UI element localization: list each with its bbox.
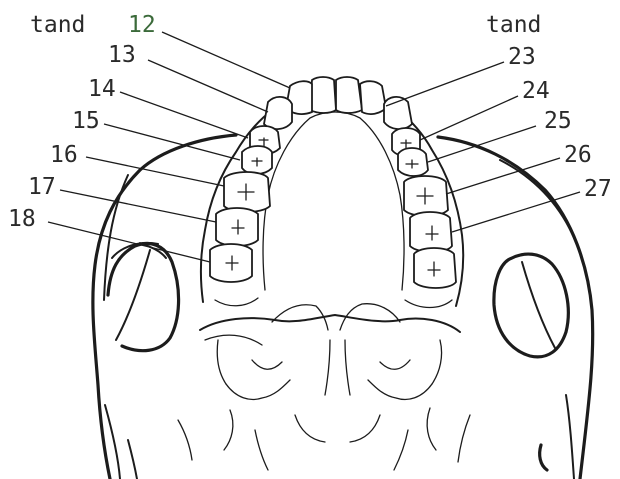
label-tooth-24: 24 (522, 78, 550, 104)
cranial-base (178, 304, 470, 470)
label-tooth-23: 23 (508, 44, 536, 70)
tooth-27 (410, 212, 452, 252)
label-tand-left: tand (30, 12, 85, 38)
label-tooth-26: 26 (564, 142, 592, 168)
label-tand-right: tand (486, 12, 541, 38)
label-tooth-27: 27 (584, 176, 612, 202)
left-zygomatic-arch (108, 243, 179, 351)
label-tooth-14: 14 (88, 76, 116, 102)
label-tooth-18: 18 (8, 206, 36, 232)
skull-outline (93, 135, 593, 479)
tooth-11 (310, 77, 336, 113)
tooth-13 (264, 97, 292, 129)
tooth-17 (216, 208, 258, 246)
dental-arch (201, 77, 463, 308)
label-tooth-15: 15 (72, 108, 100, 134)
label-tooth-17: 17 (28, 174, 56, 200)
tooth-21 (336, 77, 362, 113)
right-zygomatic-arch (494, 254, 568, 357)
tooth-25 (398, 148, 428, 176)
tooth-28 (414, 248, 456, 288)
labels: tand 12 13 14 15 16 17 18 tand 23 24 25 … (8, 12, 612, 232)
label-tooth-25: 25 (544, 108, 572, 134)
label-tooth-12: 12 (128, 12, 156, 38)
tooth-22 (360, 81, 386, 114)
label-tooth-13: 13 (108, 42, 136, 68)
label-tooth-16: 16 (50, 142, 78, 168)
